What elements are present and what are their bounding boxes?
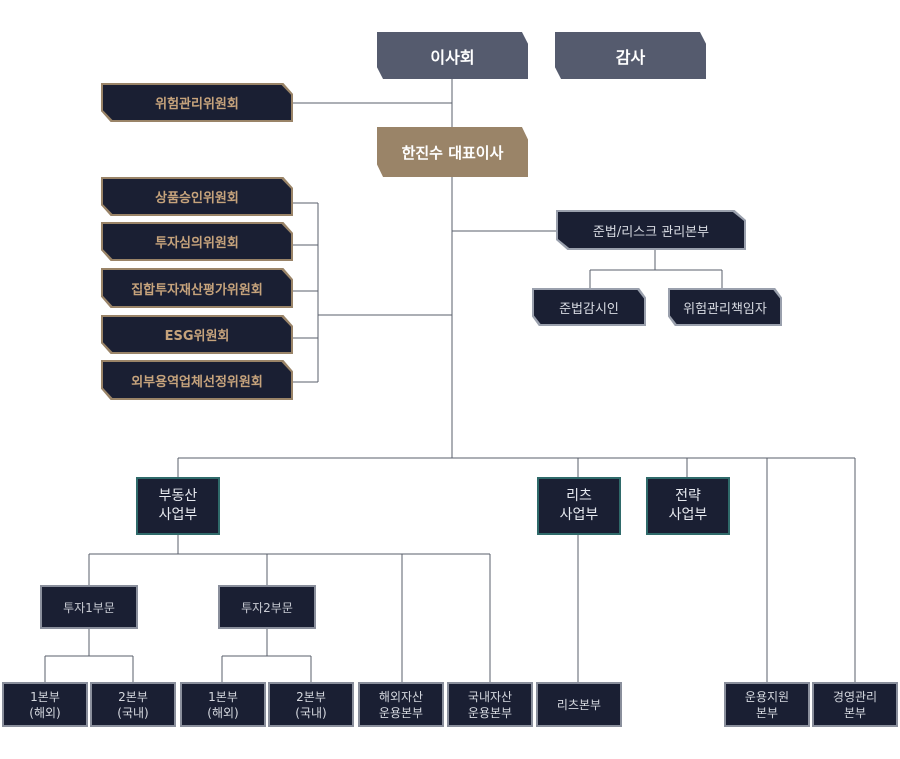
division-line1: 리츠 [566, 488, 592, 504]
department-line2: (해외) [207, 705, 239, 720]
invest2-section-box: 투자2부문 [218, 585, 316, 629]
section-label: 투자2부문 [241, 600, 293, 615]
committee-box: 외부용역업체선정위원회 [101, 360, 293, 400]
section-label: 투자1부문 [63, 600, 115, 615]
division-line2: 사업부 [559, 507, 599, 523]
department-line2: (국내) [295, 705, 327, 720]
division-line1: 전략 [675, 488, 701, 504]
strategy-division-box: 전략 사업부 [646, 477, 730, 535]
department-line2: 본부 [843, 705, 867, 720]
department-line1: 1본부 [30, 689, 60, 704]
risk-officer-label: 위험관리책임자 [683, 301, 767, 317]
department-box: 국내자산 운용본부 [447, 682, 533, 727]
committee-label: ESG위원회 [164, 329, 230, 344]
department-line1: 운용지원 [744, 689, 790, 704]
department-box: 경영관리 본부 [812, 682, 898, 727]
committee-box: 집합투자재산평가위원회 [101, 268, 293, 308]
department-line2: 운용본부 [467, 705, 513, 720]
department-box: 1본부 (해외) [180, 682, 266, 727]
committee-box: 투자심의위원회 [101, 222, 293, 261]
department-box: 운용지원 본부 [724, 682, 810, 727]
committee-label: 상품승인위원회 [155, 191, 239, 206]
department-line1: 경영관리 [832, 689, 878, 704]
committee-label: 외부용역업체선정위원회 [131, 374, 263, 390]
risk-committee-label: 위험관리위원회 [155, 97, 239, 112]
department-box: 리츠본부 [536, 682, 622, 727]
department-line1: 1본부 [208, 689, 238, 704]
compliance-label: 준법/리스크 관리본부 [592, 224, 710, 240]
compliance-officer-box: 준법감시인 [532, 288, 646, 326]
department-line1: 2본부 [118, 689, 148, 704]
ceo-box: 한진수 대표이사 [377, 127, 528, 177]
board-label: 이사회 [430, 47, 475, 67]
invest2-bus [221, 628, 312, 683]
risk-officer-box: 위험관리책임자 [668, 288, 782, 326]
department-line2: (해외) [29, 705, 61, 720]
committee-label: 집합투자재산평가위원회 [131, 282, 263, 298]
committee-box: 상품승인위원회 [101, 177, 293, 216]
reits-division-box: 리츠 사업부 [537, 477, 621, 535]
committee-box: ESG위원회 [101, 315, 293, 354]
department-line2: 운용본부 [378, 705, 424, 720]
department-box: 2본부 (국내) [90, 682, 176, 727]
department-line1: 2본부 [296, 689, 326, 704]
risk-committee-box: 위험관리위원회 [101, 83, 293, 122]
compliance-box: 준법/리스크 관리본부 [556, 210, 746, 250]
committee-label: 투자심의위원회 [155, 236, 239, 251]
audit-box: 감사 [555, 32, 706, 79]
real-estate-division-box: 부동산 사업부 [136, 477, 220, 535]
department-box: 2본부 (국내) [268, 682, 354, 727]
ceo-label: 한진수 대표이사 [401, 143, 504, 162]
division-line1: 부동산 [158, 488, 198, 504]
department-line1: 해외자산 [378, 689, 424, 704]
division-line2: 사업부 [158, 507, 198, 523]
committees-bracket [292, 202, 452, 383]
board-box: 이사회 [377, 32, 528, 79]
division-line2: 사업부 [668, 507, 708, 523]
compliance-officers-link [589, 250, 723, 288]
department-line1: 리츠본부 [556, 697, 602, 712]
compliance-officer-label: 준법감시인 [559, 301, 619, 317]
department-box: 1본부 (해외) [2, 682, 88, 727]
audit-label: 감사 [615, 47, 646, 67]
invest1-section-box: 투자1부문 [40, 585, 138, 629]
department-line2: (국내) [117, 705, 149, 720]
department-line2: 본부 [755, 705, 779, 720]
invest1-bus [44, 628, 134, 683]
department-box: 해외자산 운용본부 [358, 682, 444, 727]
business-bus [177, 457, 856, 683]
department-line1: 국내자산 [467, 689, 513, 704]
